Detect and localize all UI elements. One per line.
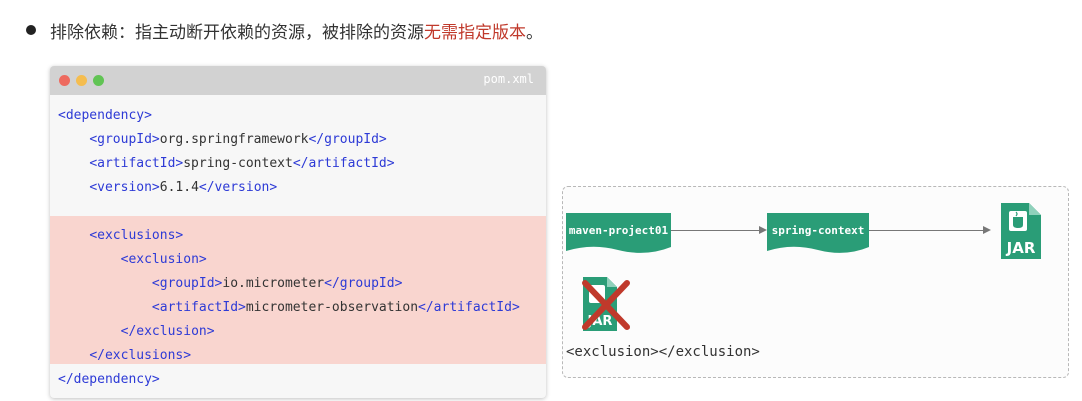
code-line: </exclusion> [58, 320, 215, 344]
code-indent [58, 348, 89, 363]
code-text: io.micrometer [222, 276, 325, 291]
code-line: <exclusion> [58, 248, 207, 272]
code-tag-open: <artifactId> [89, 156, 184, 171]
code-tag-open: <exclusions> [89, 228, 184, 243]
maximize-dot-icon [93, 75, 104, 86]
code-line: </dependency> [58, 368, 160, 392]
arrow-context-to-jar [869, 230, 985, 231]
arrow-head-icon [759, 226, 767, 234]
jar-file-icon: JAR [1001, 203, 1041, 259]
jar-label: JAR [1006, 239, 1036, 257]
code-indent [58, 276, 152, 291]
code-tag-open: <groupId> [89, 132, 160, 147]
code-indent [58, 324, 121, 339]
code-tag-open: <version> [89, 180, 160, 195]
code-line: <groupId>org.springframework</groupId> [58, 128, 387, 152]
heading-highlight: 无需指定版本 [424, 22, 526, 43]
arrow-project-to-context [671, 230, 761, 231]
code-line: <groupId>io.micrometer</groupId> [58, 272, 402, 296]
code-tag-open: <dependency> [58, 108, 152, 123]
code-indent [58, 228, 89, 243]
code-tag-close: </groupId> [324, 276, 403, 291]
code-indent [58, 300, 152, 315]
code-line: <version>6.1.4</version> [58, 176, 277, 200]
code-tag-close: </artifactId> [418, 300, 520, 315]
code-text: micrometer-observation [245, 300, 419, 315]
code-window-titlebar: pom.xml [50, 66, 546, 95]
heading-suffix: 。 [526, 22, 543, 43]
minimize-dot-icon [76, 75, 87, 86]
code-window: pom.xml <dependency> <groupId>org.spring… [50, 66, 546, 398]
arrow-head-icon [983, 226, 991, 234]
code-indent [58, 252, 121, 267]
code-indent [58, 132, 89, 147]
code-body: <dependency> <groupId>org.springframewor… [50, 95, 546, 398]
code-text: org.springframework [159, 132, 309, 147]
close-dot-icon [59, 75, 70, 86]
code-tag-open: <exclusion> [120, 252, 207, 267]
code-tag-close: </dependency> [58, 372, 160, 387]
node-maven-project01: maven-project01 [568, 223, 669, 237]
code-tag-open: <groupId> [151, 276, 223, 291]
code-indent [58, 156, 89, 171]
code-line: <artifactId>spring-context</artifactId> [58, 152, 395, 176]
code-tag-close: </artifactId> [292, 156, 395, 171]
code-line: </exclusions> [58, 344, 191, 368]
project-node-shape [566, 213, 671, 253]
code-tag-close: </exclusions> [89, 348, 192, 363]
code-window-filename: pom.xml [483, 72, 534, 86]
heading-line: 排除依赖：指主动断开依赖的资源，被排除的资源无需指定版本。 [26, 16, 543, 44]
code-line: <exclusions> [58, 224, 183, 248]
code-tag-open: <artifactId> [151, 300, 246, 315]
code-text: 6.1.4 [159, 180, 199, 195]
code-line: <dependency> [58, 104, 152, 128]
code-tag-close: </exclusion> [120, 324, 215, 339]
code-line: <artifactId>micrometer-observation</arti… [58, 296, 520, 320]
bullet-dot-icon [26, 25, 36, 35]
node-spring-context: spring-context [771, 223, 865, 237]
excluded-jar-icon: JAR [582, 277, 630, 331]
cross-stroke [582, 280, 630, 330]
context-node-shape [767, 213, 869, 253]
exclusion-caption: <exclusion></exclusion> [566, 344, 760, 360]
exclusions-highlight [50, 216, 546, 364]
heading-prefix: 排除依赖：指主动断开依赖的资源，被排除的资源 [50, 22, 424, 43]
code-indent [58, 180, 89, 195]
dependency-diagram: maven-project01 spring-context JAR JAR <… [562, 186, 1069, 378]
code-tag-close: </version> [198, 180, 278, 195]
code-tag-close: </groupId> [308, 132, 387, 147]
code-text: spring-context [183, 156, 293, 171]
